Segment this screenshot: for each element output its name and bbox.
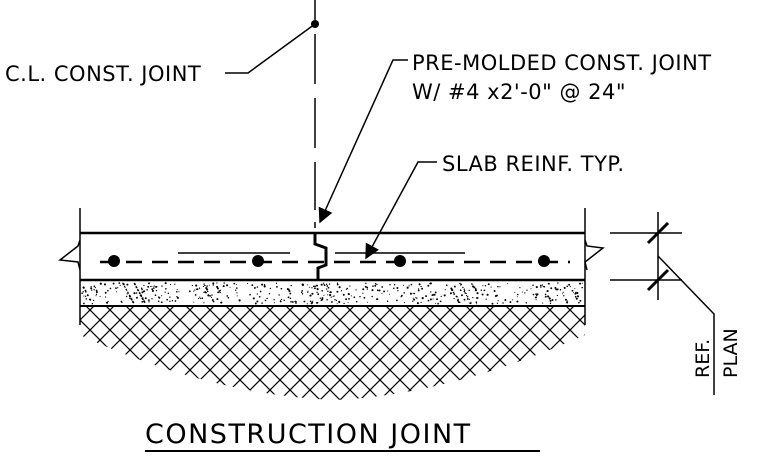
subgrade-hatch (80, 306, 585, 400)
slab-reinf-label: SLAB REINF. TYP. (442, 152, 625, 176)
rebar-dot (538, 255, 550, 267)
keyed-joint (313, 233, 328, 280)
slab-reinforcement (100, 252, 570, 267)
ref-label: REF. (692, 339, 714, 378)
slab-reinf-leader (365, 161, 437, 260)
concrete-slab (58, 208, 605, 325)
slab-thickness-dimension (610, 212, 715, 395)
rebar-dot (394, 255, 406, 267)
aggregate-base (80, 282, 585, 307)
drawing-title: CONSTRUCTION JOINT (145, 419, 472, 450)
cl-joint-label: C.L. CONST. JOINT (5, 62, 201, 86)
plan-label: PLAN (720, 328, 742, 378)
premolded-joint-leader (318, 59, 408, 224)
premolded-joint-label-line2: W/ #4 x2'-0" @ 24" (412, 80, 626, 104)
rebar-dot (108, 255, 120, 267)
cl-joint-leader (225, 20, 319, 74)
rebar-dot (252, 255, 264, 267)
premolded-joint-label-line1: PRE-MOLDED CONST. JOINT (412, 51, 712, 75)
